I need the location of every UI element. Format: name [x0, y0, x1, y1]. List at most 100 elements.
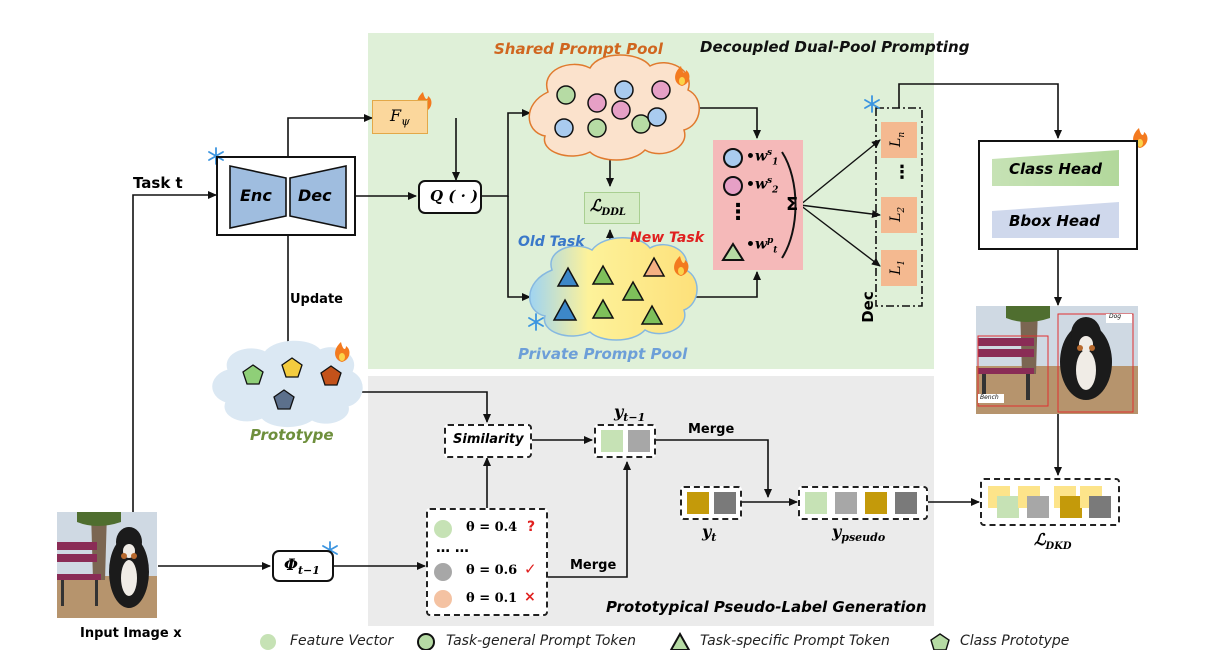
detect-label-bench: Bench — [980, 394, 999, 401]
phi-label: Φt−1 — [284, 555, 320, 578]
query-label: Q ( · ) — [430, 187, 479, 205]
weight-3: •wpt — [746, 236, 778, 256]
theta-mark-1: ? — [527, 519, 536, 535]
task-arrow — [132, 191, 217, 512]
f-psi-box — [372, 100, 428, 134]
theta-circle-3 — [434, 590, 452, 608]
merge-label-2: Merge — [570, 558, 617, 573]
theta-circle-1 — [434, 520, 452, 538]
yt-square-1 — [687, 492, 709, 514]
prototype-shapes — [242, 357, 342, 410]
legend-specific-marker — [669, 631, 691, 650]
encoder-label: Enc — [240, 186, 272, 205]
input-image-label: Input Image x — [80, 626, 182, 641]
theta-circle-2 — [434, 563, 452, 581]
theta-dots: … … — [436, 540, 469, 556]
dec-layer-box — [875, 107, 923, 307]
dec-to-head-arrow — [898, 83, 1062, 139]
input-image — [57, 512, 157, 618]
query-box — [418, 180, 482, 214]
layer-2 — [881, 197, 917, 233]
ypseudo-square-1 — [805, 492, 827, 514]
enc-to-fpsi-arrow — [287, 114, 373, 156]
detection-result-image — [976, 306, 1138, 414]
ypseudo-square-3 — [865, 492, 887, 514]
yprev-merge-arrow — [656, 439, 772, 498]
enc-dec-frame — [216, 156, 356, 236]
bbox-head-label: Bbox Head — [1009, 212, 1100, 230]
layer-2-label: L2 — [888, 206, 907, 222]
old-task-label: Old Task — [518, 234, 585, 250]
q-to-private-arrow — [507, 196, 531, 301]
dkd-square-4 — [1027, 496, 1049, 518]
sigma-to-l2 — [799, 204, 881, 218]
sigma-to-ln — [799, 139, 881, 206]
yt-label: yt — [702, 522, 717, 545]
prototype-label: Prototype — [250, 426, 334, 444]
similarity-box — [444, 424, 532, 458]
layer-1 — [881, 250, 917, 286]
legend-task-general: Task-general Prompt Token — [446, 633, 636, 649]
shared-pool-title: Shared Prompt Pool — [494, 40, 663, 58]
prototype-to-similarity-arrow — [358, 391, 491, 423]
task-label: Task t — [133, 174, 183, 192]
decoder-label: Dec — [298, 186, 332, 205]
private-pool-cloud — [529, 237, 698, 341]
dkd-label: ℒDKD — [1034, 530, 1072, 553]
theta-value-3: θ = 0.1 — [466, 591, 518, 606]
encoder-shape — [229, 165, 287, 229]
dkd-square-2 — [997, 496, 1019, 518]
dkd-square-8 — [1089, 496, 1111, 518]
decoder-shape — [289, 165, 347, 229]
legend-class-prototype: Class Prototype — [960, 633, 1070, 649]
private-tokens — [552, 256, 666, 325]
legend-general-marker — [417, 633, 435, 650]
weight-1: •ws1 — [746, 148, 779, 168]
legend-feature-marker — [260, 634, 276, 650]
weight-2: •ws2 — [746, 176, 779, 196]
phi-box — [272, 550, 334, 582]
legend-prototype-marker — [930, 633, 950, 650]
yprev-label: yt−1 — [614, 402, 646, 425]
sigma-to-l1 — [799, 204, 881, 267]
theta-mark-3: × — [524, 589, 536, 605]
dec-side-label: Dec — [858, 291, 877, 323]
detect-label-dog: Dog — [1109, 313, 1122, 320]
shared-to-weights-arrow — [690, 107, 761, 139]
loss-ddl-label: ℒDDL — [590, 196, 626, 219]
layer-n-label: Ln — [888, 131, 907, 147]
theta-merge-arrow — [547, 461, 631, 578]
loss-ddl-box — [584, 192, 640, 224]
q-to-shared-arrow — [482, 109, 531, 197]
private-to-weights-arrow — [690, 271, 761, 298]
top-panel-title: Decoupled Dual-Pool Prompting — [700, 38, 970, 56]
sigma-label: Σ — [786, 194, 799, 215]
theta-value-2: θ = 0.6 — [466, 563, 518, 578]
layer-n — [881, 122, 917, 158]
input-scene — [57, 512, 157, 618]
weights-dots: ⋮ — [727, 200, 749, 225]
similarity-label: Similarity — [453, 432, 524, 447]
bottom-panel-title: Prototypical Pseudo-Label Generation — [606, 598, 927, 616]
dkd-square-6 — [1060, 496, 1082, 518]
theta-value-1: θ = 0.4 — [466, 520, 518, 535]
private-pool-title: Private Prompt Pool — [518, 345, 688, 363]
layer-1-label: L1 — [888, 259, 907, 275]
legend-task-specific: Task-specific Prompt Token — [700, 633, 890, 649]
ypseudo-square-2 — [835, 492, 857, 514]
shared-tokens — [554, 80, 671, 138]
f-psi-label: Fψ — [390, 106, 410, 129]
class-head-label: Class Head — [1009, 160, 1102, 178]
new-task-label: New Task — [630, 230, 704, 246]
yprev-square-1 — [601, 430, 623, 452]
update-label: Update — [290, 292, 343, 307]
prototype-cloud — [212, 340, 363, 427]
yt-square-2 — [714, 492, 736, 514]
ypseudo-label: ypseudo — [832, 522, 886, 545]
detection-scene — [976, 306, 1138, 414]
theta-mark-2: ✓ — [524, 560, 537, 578]
legend-feature-vector: Feature Vector — [290, 633, 394, 649]
layer-dots: ⋮ — [893, 162, 911, 183]
